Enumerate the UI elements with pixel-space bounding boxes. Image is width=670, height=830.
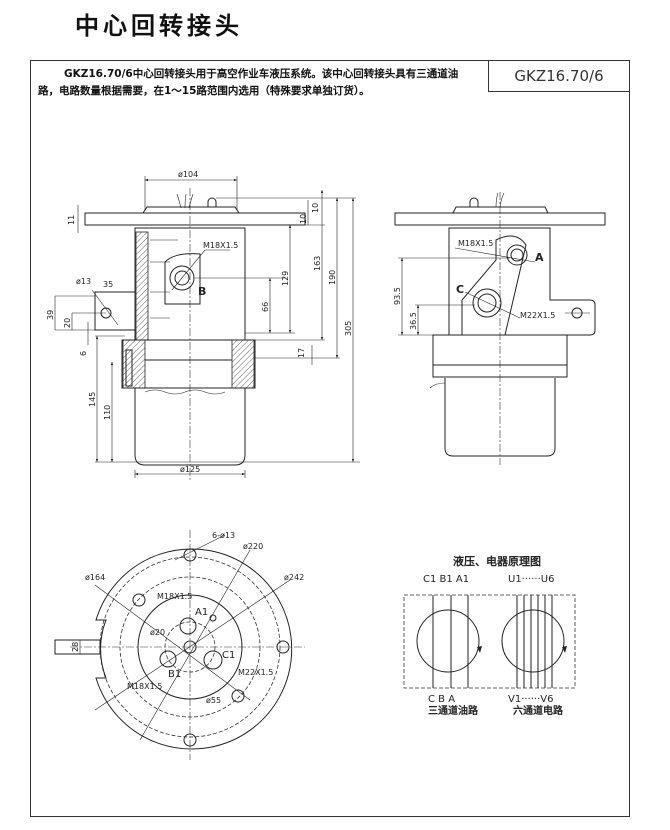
dim-label: ø242 bbox=[284, 573, 304, 582]
dim-label: 11 bbox=[67, 215, 76, 225]
dim-label: 10 bbox=[311, 203, 320, 213]
side-view: M18X1.5 A C 93.5 36.5 M22X1.5 bbox=[393, 192, 606, 465]
port-c-label: C bbox=[456, 283, 464, 296]
dim-label: 6-ø13 bbox=[212, 531, 235, 540]
oil-bottom-labels: C B A bbox=[428, 694, 455, 705]
elec-top-labels: U1······U6 bbox=[508, 574, 554, 585]
schematic-title: 液压、电器原理图 bbox=[453, 554, 541, 568]
dim-label: M18X1.5 bbox=[203, 241, 238, 250]
elec-bottom-labels: V1······V6 bbox=[508, 694, 553, 705]
oil-caption: 三通道油路 bbox=[428, 704, 479, 717]
port-a-label: A bbox=[535, 251, 544, 264]
dim-label: 163 bbox=[313, 256, 322, 271]
dim-label: M18X1.5 bbox=[127, 682, 162, 691]
dim-label: M18X1.5 bbox=[157, 592, 192, 601]
drawing-frame bbox=[30, 60, 630, 817]
dim-label: ø220 bbox=[243, 542, 263, 551]
model-box: GKZ16.70/6 bbox=[488, 60, 630, 92]
dim-label: 6 bbox=[79, 351, 88, 356]
port-b1-label: B1 bbox=[168, 669, 181, 680]
description: GKZ16.70/6中心回转接头用于高空作业车液压系统。该中心回转接头具有三通道… bbox=[38, 68, 459, 97]
dim-label: 93.5 bbox=[393, 287, 402, 305]
dim-label: ø125 bbox=[180, 465, 200, 474]
dim-label: 110 bbox=[103, 405, 112, 420]
port-a1-label: A1 bbox=[195, 607, 208, 618]
elec-caption: 六通道电路 bbox=[513, 704, 564, 717]
dim-label: 17 bbox=[297, 348, 306, 358]
dim-label: ø13 bbox=[76, 277, 91, 286]
dim-label: ø55 bbox=[206, 696, 221, 705]
oil-top-labels: C1 B1 A1 bbox=[423, 574, 469, 585]
dim-label: M22X1.5 bbox=[520, 311, 555, 320]
port-c1-label: C1 bbox=[222, 650, 235, 661]
page-title: 中心回转接头 bbox=[75, 12, 243, 40]
dim-label: 36.5 bbox=[409, 312, 418, 330]
dim-label: ø20 bbox=[150, 628, 165, 637]
dim-label: 305 bbox=[344, 321, 353, 336]
dim-label: 190 bbox=[328, 270, 337, 285]
bottom-view: 6-ø13 ø220 ø164 ø242 M18X1.5 A1 ø20 C1 B… bbox=[54, 530, 305, 760]
dim-label: M22X1.5 bbox=[238, 668, 273, 677]
port-label: B bbox=[198, 285, 206, 298]
dim-label: 145 bbox=[88, 392, 97, 407]
dim-label: ø164 bbox=[85, 573, 105, 582]
front-view: ø104 10 10 11 M18X1.5 B ø13 35 39 20 6 6… bbox=[46, 170, 360, 480]
schematic: 液压、电器原理图 C1 B1 A1 U1······U6 C B A V1···… bbox=[403, 554, 576, 717]
dim-label: 39 bbox=[46, 310, 55, 320]
dim-label: M18X1.5 bbox=[458, 239, 493, 248]
dim-label: 35 bbox=[103, 280, 113, 289]
dim-label: 20 bbox=[63, 318, 72, 328]
dim-label: 66 bbox=[261, 302, 270, 312]
bolt-holes bbox=[132, 548, 290, 747]
dim-label: 129 bbox=[281, 271, 290, 286]
dim-label: ø104 bbox=[178, 170, 198, 179]
dim-label: 28 bbox=[71, 642, 80, 652]
dim-label: 10 bbox=[299, 214, 308, 224]
